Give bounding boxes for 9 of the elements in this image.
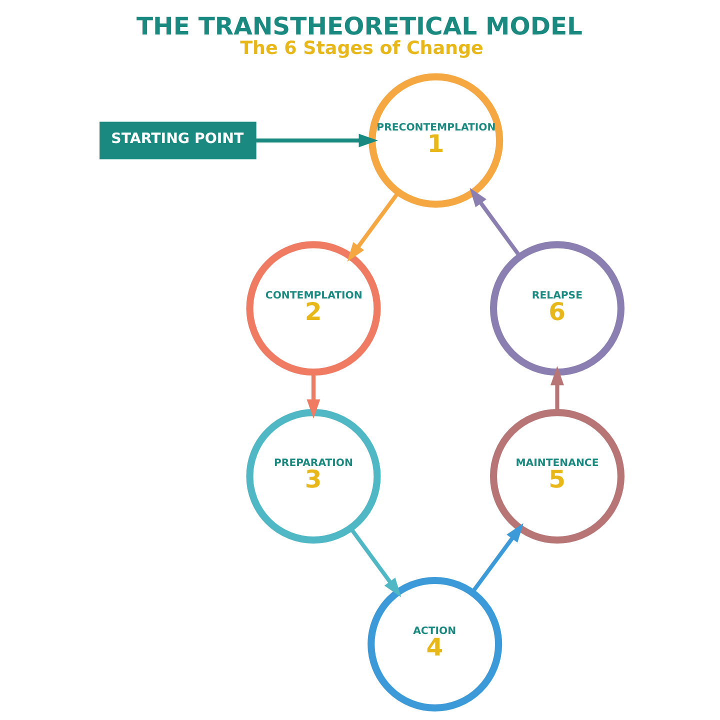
arrow (469, 188, 522, 258)
arrow (346, 191, 400, 262)
arrow (348, 527, 401, 598)
node-box: STARTING POINT (99, 122, 256, 160)
arrow (470, 523, 523, 594)
node-circle: PREPARATION 3 (246, 409, 380, 544)
arrow (256, 134, 378, 148)
arrow (550, 366, 564, 412)
node-circle: RELAPSE 6 (489, 241, 624, 376)
